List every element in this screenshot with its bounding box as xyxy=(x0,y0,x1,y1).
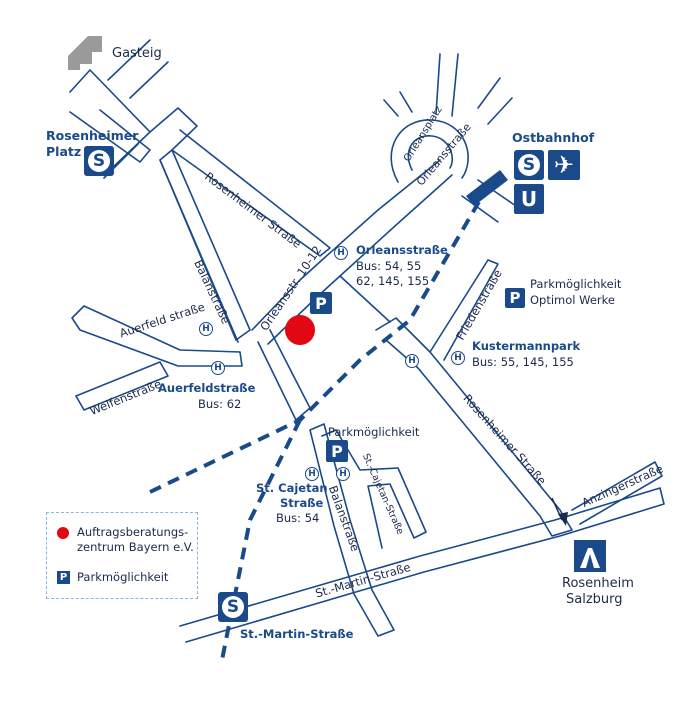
road-balanstrasse-west-edge xyxy=(159,159,239,343)
legend-target-dot xyxy=(57,527,69,539)
road-friedenstrasse xyxy=(429,259,499,361)
legend-parking-icon: P xyxy=(57,571,70,584)
bus-stop-icon-rosenheimer: H xyxy=(405,354,419,368)
ubahn-icon: U xyxy=(514,184,544,214)
road-orleansplatz xyxy=(390,119,469,183)
label-parking-balan: Parkmöglichkeit xyxy=(328,425,420,439)
sbahn-letter: S xyxy=(518,154,540,176)
target-marker xyxy=(285,315,315,345)
label-rosenheimer-platz-1: Rosenheimer xyxy=(46,128,139,143)
road-top-branch xyxy=(103,39,169,179)
road-welfenstrasse xyxy=(75,361,169,411)
sbahn-letter: S xyxy=(222,596,244,618)
sbahn-icon-st-martin: S xyxy=(218,592,248,622)
sbahn-line-1 xyxy=(149,198,482,494)
bus-stop-icon-st-cajetan-1: H xyxy=(305,467,319,481)
label-bus-st-cajetan: Bus: 54 xyxy=(276,511,320,525)
sbahn-letter: S xyxy=(88,150,110,172)
arrow-head xyxy=(558,512,568,526)
parking-icon-target: P xyxy=(310,292,332,314)
bus-stop-icon-auerfeldstrasse: H xyxy=(211,361,225,375)
road-st-martin-str xyxy=(179,487,665,643)
label-stop-auerfeldstrasse: Auerfeldstraße xyxy=(158,381,256,395)
road-rosenheimer-str-north xyxy=(69,69,331,257)
label-bus-orleansstrasse-2: 62, 145, 155 xyxy=(356,274,430,288)
bus-stop-icon-orleansstrasse: H xyxy=(334,246,348,260)
sbahn-icon-rosenheimer-platz: S xyxy=(84,146,114,176)
label-ostbahnhof: Ostbahnhof xyxy=(512,130,595,145)
parking-icon-balan: P xyxy=(326,440,348,462)
label-highway-1: Rosenheim xyxy=(562,576,634,591)
label-rosenheimer-platz-2: Platz xyxy=(46,144,82,159)
road-center-south xyxy=(257,329,311,421)
label-stop-st-cajetan-2: Straße xyxy=(280,496,324,510)
label-highway-2: Salzburg xyxy=(566,592,623,607)
legend-target-label-2: zentrum Bayern e.V. xyxy=(77,540,194,554)
label-bus-kustermannpark: Bus: 55, 145, 155 xyxy=(472,355,574,369)
gasteig-building xyxy=(68,36,102,70)
plane-icon: ✈ xyxy=(548,150,580,180)
bus-stop-icon-st-cajetan-2: H xyxy=(336,467,350,481)
road-rosenheimer-south-outer xyxy=(339,275,391,323)
bus-stop-icon-kustermannpark: H xyxy=(451,351,465,365)
label-gasteig: Gasteig xyxy=(112,46,162,61)
legend-target-label-1: Auftragsberatungs- xyxy=(77,525,189,539)
label-stop-kustermannpark: Kustermannpark xyxy=(472,339,581,353)
parking-icon-optimol: P xyxy=(505,288,525,308)
label-st-martin-sbahn: St.-Martin-Straße xyxy=(240,627,354,641)
road-rosenheimer-upper xyxy=(69,109,151,163)
road-orleansplatz-arms xyxy=(383,53,517,223)
train-icon xyxy=(466,170,508,206)
bus-stop-icon-balan: H xyxy=(199,322,213,336)
road-anzingerstrasse xyxy=(571,461,663,525)
label-stop-st-cajetan-1: St. Cajetan xyxy=(256,481,328,495)
autobahn-icon xyxy=(574,540,606,572)
label-bus-orleansstrasse-1: Bus: 54, 55 xyxy=(356,259,422,273)
label-parking-optimol-1: Parkmöglichkeit xyxy=(530,277,622,291)
legend-parking-label: Parkmöglichkeit xyxy=(77,570,169,584)
sbahn-icon-ostbahnhof: S xyxy=(514,150,544,180)
label-parking-optimol-2: Optimol Werke xyxy=(530,293,615,307)
sbahn-line-2 xyxy=(220,419,302,661)
label-stop-orleansstrasse: Orleansstraße xyxy=(356,243,448,257)
road-rosenheimer-str-south xyxy=(375,317,573,537)
road-auerfeldstrasse xyxy=(71,305,243,367)
label-bus-auerfeldstrasse: Bus: 62 xyxy=(198,397,242,411)
legend: Auftragsberatungs- zentrum Bayern e.V. P… xyxy=(46,512,198,599)
